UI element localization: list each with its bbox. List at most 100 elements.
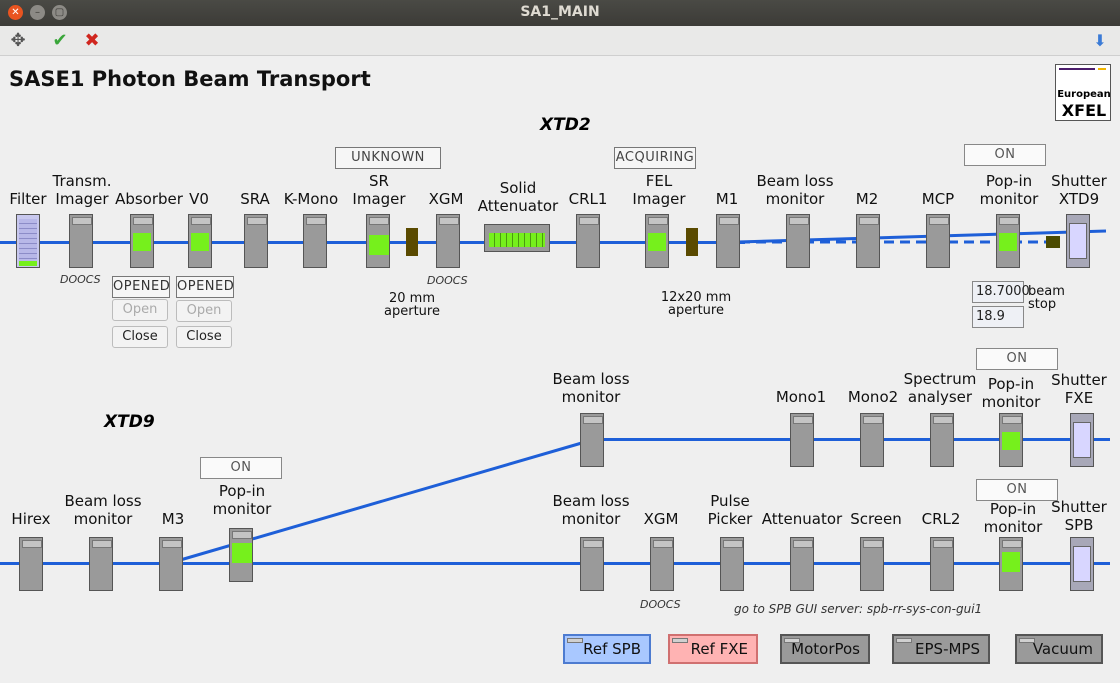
sra-device[interactable]: [244, 214, 268, 268]
label-spb-popin-2: Pop-in monitor: [983, 500, 1043, 536]
close-window-button[interactable]: ✕: [8, 5, 23, 20]
toolbar: ✥ ✔ ✖ ⬇: [0, 26, 1120, 56]
label-spb-beam-loss: Beam loss monitor: [64, 492, 142, 528]
v0-close-button[interactable]: Close: [176, 326, 232, 348]
popin-monitor-spb-device[interactable]: [229, 528, 253, 582]
popin-monitor-xtd2-device[interactable]: [996, 214, 1020, 268]
attenuator-device[interactable]: [790, 537, 814, 591]
absorber-open-button[interactable]: Open: [112, 299, 168, 321]
x-icon[interactable]: ✖: [84, 30, 100, 51]
popin-fxe-on-button[interactable]: ON: [976, 348, 1058, 370]
section-xtd9-label: XTD9: [104, 412, 155, 432]
xgm-xtd2-device[interactable]: [436, 214, 460, 268]
spb-beam-line: [0, 562, 1110, 565]
popin-value-1: 18.7000: [972, 281, 1030, 303]
spectrum-analyser-device[interactable]: [930, 413, 954, 467]
spb-gui-server-link[interactable]: go to SPB GUI server: spb-rr-sys-con-gui…: [734, 602, 983, 616]
label-shutter-spb: Shutter SPB: [1051, 498, 1107, 534]
popin-spb-on-button[interactable]: ON: [200, 457, 282, 479]
label-solid-attenuator: Solid Attenuator: [477, 179, 559, 215]
crl1-device[interactable]: [576, 214, 600, 268]
logo-text-european: European: [1057, 89, 1111, 100]
beam-loss-monitor-spb-device[interactable]: [89, 537, 113, 591]
kmono-device[interactable]: [303, 214, 327, 268]
ref-fxe-button[interactable]: Ref FXE: [668, 634, 758, 664]
maximize-window-button[interactable]: ▢: [52, 5, 67, 20]
solid-attenuator-device[interactable]: [484, 224, 550, 252]
label-fel-imager: FEL Imager: [632, 172, 686, 208]
pulse-picker-device[interactable]: [720, 537, 744, 591]
label-screen: Screen: [850, 510, 902, 528]
label-absorber: Absorber: [115, 190, 183, 208]
label-mcp: MCP: [921, 190, 955, 208]
minimize-window-button[interactable]: –: [30, 5, 45, 20]
eps-mps-button[interactable]: EPS-MPS: [892, 634, 990, 664]
label-hirex: Hirex: [11, 510, 51, 528]
label-mono1: Mono1: [775, 388, 827, 406]
doocs-label-xgm: DOOCS: [427, 274, 468, 287]
mono2-device[interactable]: [860, 413, 884, 467]
absorber-state: OPENED: [112, 276, 170, 298]
label-v0: V0: [189, 190, 209, 208]
popin-monitor-spb2-device[interactable]: [999, 537, 1023, 591]
popin-spb2-on-button[interactable]: ON: [976, 479, 1058, 501]
label-sr-imager: SR Imager: [352, 172, 406, 208]
sr-imager-device[interactable]: [366, 214, 390, 268]
transm-imager-device[interactable]: [69, 214, 93, 268]
label-mono2: Mono2: [847, 388, 899, 406]
label-fxe-popin: Pop-in monitor: [981, 375, 1041, 411]
shutter-fxe-device[interactable]: [1070, 413, 1094, 467]
window-titlebar: ✕ – ▢ SA1_MAIN: [0, 0, 1120, 26]
m1-device[interactable]: [716, 214, 740, 268]
label-shutter-xtd9: Shutter XTD9: [1051, 172, 1107, 208]
popin-xtd2-on-button[interactable]: ON: [964, 144, 1046, 166]
label-sra: SRA: [240, 190, 270, 208]
m3-device[interactable]: [159, 537, 183, 591]
label-m2: M2: [855, 190, 879, 208]
shutter-xtd9-device[interactable]: [1066, 214, 1090, 268]
page-title: SASE1 Photon Beam Transport: [9, 67, 371, 91]
check-icon[interactable]: ✔: [52, 30, 68, 51]
motorpos-button[interactable]: MotorPos: [780, 634, 870, 664]
beam-loss-monitor-xtd2-device[interactable]: [786, 214, 810, 268]
popin-monitor-fxe-device[interactable]: [999, 413, 1023, 467]
m2-device[interactable]: [856, 214, 880, 268]
label-kmono: K-Mono: [283, 190, 339, 208]
v0-device[interactable]: [188, 214, 212, 268]
motorpos-label: MotorPos: [791, 640, 860, 658]
label-beam-loss-monitor: Beam loss monitor: [756, 172, 834, 208]
label-crl2: CRL2: [921, 510, 961, 528]
ref-spb-button[interactable]: Ref SPB: [563, 634, 651, 664]
mono1-device[interactable]: [790, 413, 814, 467]
shutter-spb-device[interactable]: [1070, 537, 1094, 591]
beam-loss-monitor-spb2-device[interactable]: [580, 537, 604, 591]
eps-mps-label: EPS-MPS: [915, 640, 980, 658]
xgm-spb-device[interactable]: [650, 537, 674, 591]
label-fxe-beam-loss: Beam loss monitor: [552, 370, 630, 406]
beam-stop-block: [1046, 236, 1060, 248]
move-icon[interactable]: ✥: [10, 30, 26, 51]
crl2-device[interactable]: [930, 537, 954, 591]
dropdown-arrow-icon[interactable]: ⬇: [1093, 31, 1107, 50]
beam-stop-label: beam stop: [1028, 284, 1065, 312]
v0-state: OPENED: [176, 276, 234, 298]
beam-loss-monitor-fxe-device[interactable]: [580, 413, 604, 467]
european-xfel-logo: European XFEL: [1055, 64, 1111, 121]
sr-imager-status: UNKNOWN: [335, 147, 441, 169]
mcp-device[interactable]: [926, 214, 950, 268]
absorber-device[interactable]: [130, 214, 154, 268]
label-spectrum-analyser: Spectrum analyser: [903, 370, 977, 406]
hirex-device[interactable]: [19, 537, 43, 591]
v0-open-button[interactable]: Open: [176, 300, 232, 322]
popin-value-2: 18.9: [972, 306, 1024, 328]
aperture-20mm-block: [406, 228, 418, 256]
screen-device[interactable]: [860, 537, 884, 591]
fel-imager-status: ACQUIRING: [614, 147, 696, 169]
fel-imager-device[interactable]: [645, 214, 669, 268]
vacuum-button[interactable]: Vacuum: [1015, 634, 1103, 664]
absorber-close-button[interactable]: Close: [112, 326, 168, 348]
label-m3: M3: [161, 510, 185, 528]
filter-device[interactable]: [16, 214, 40, 268]
label-m1: M1: [715, 190, 739, 208]
label-spb-xgm: XGM: [643, 510, 679, 528]
